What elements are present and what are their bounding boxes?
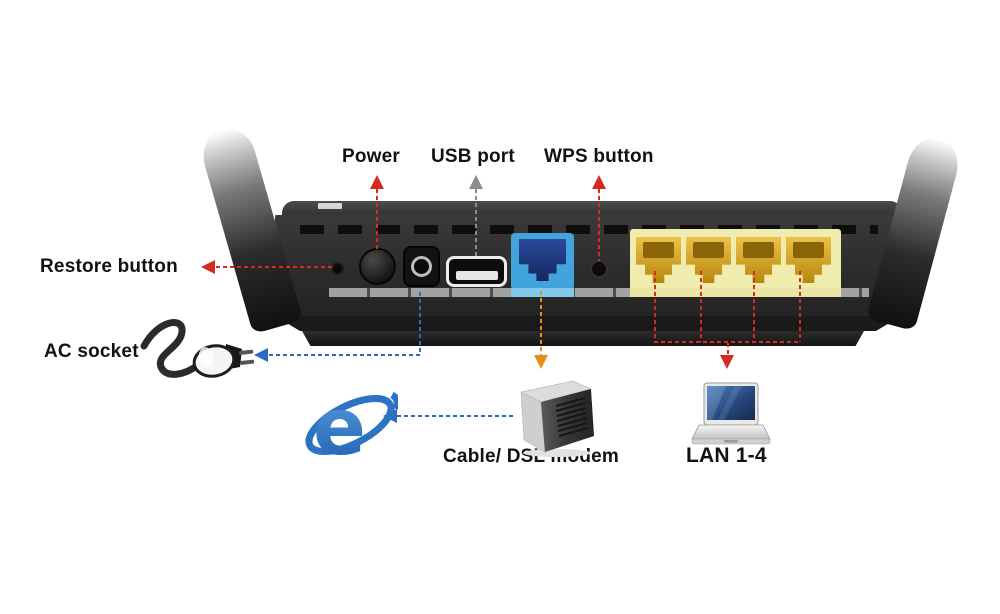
usb-arrow-line — [475, 189, 477, 257]
dc-jack-ring — [411, 256, 432, 277]
laptop-icon — [691, 382, 771, 445]
wan-port — [511, 233, 574, 290]
lan-join-line — [654, 341, 801, 343]
power-arrow-line — [376, 189, 378, 250]
lan-port-2-opening — [693, 242, 724, 258]
usb-arrowhead — [469, 175, 483, 189]
port-label-strip — [329, 288, 869, 297]
lan-laptop-arrowhead — [720, 355, 734, 369]
power-label: Power — [342, 146, 401, 167]
lan-port-3-opening — [743, 242, 774, 258]
modem-icon — [520, 380, 594, 457]
wps-arrowhead — [592, 175, 606, 189]
wan-modem-arrow-line — [540, 291, 542, 355]
router-base — [302, 331, 864, 346]
lan1-arrow-line — [654, 271, 656, 342]
restore-arrowhead — [201, 260, 215, 274]
wps-arrow-line — [598, 189, 600, 261]
usb-tongue — [455, 271, 498, 280]
wan-label-strip — [511, 288, 574, 297]
ac-socket-label: AC socket — [44, 341, 139, 362]
restore-button-label: Restore button — [40, 256, 178, 277]
dc-power-jack — [403, 246, 440, 287]
label-sticker — [318, 203, 342, 209]
lan-1-4-label: LAN 1-4 — [686, 444, 767, 467]
router-top-lid — [282, 201, 902, 217]
restore-arrow-line — [216, 266, 332, 268]
wps-button-label: WPS button — [544, 146, 654, 167]
lan2-arrow-line — [700, 271, 702, 342]
vent-slots — [300, 225, 878, 234]
wan-modem-arrowhead — [534, 355, 548, 369]
power-arrowhead — [370, 175, 384, 189]
lan4-arrow-line — [799, 271, 801, 342]
lan-label-strip — [630, 288, 841, 297]
ac-arrowhead — [254, 348, 268, 362]
usb-port-label: USB port — [431, 146, 515, 167]
modem-internet-arrow-line — [397, 415, 515, 417]
svg-text:e: e — [313, 383, 366, 473]
power-plug-icon — [140, 319, 255, 378]
ac-arrow-vertical — [419, 292, 421, 355]
ac-arrow-horizontal — [269, 354, 421, 356]
restore-pinhole — [333, 264, 342, 273]
internet-explorer-icon: e — [305, 383, 398, 473]
power-button — [359, 248, 396, 285]
lan-port-4-opening — [793, 242, 824, 258]
lan3-arrow-line — [753, 271, 755, 342]
usb-port — [446, 256, 507, 287]
lan-port-1-opening — [643, 242, 674, 258]
wan-jack-opening — [519, 239, 566, 281]
lan-laptop-arrow-line — [727, 343, 729, 356]
wps-button — [590, 260, 608, 278]
router-bottom-bevel — [275, 316, 901, 331]
